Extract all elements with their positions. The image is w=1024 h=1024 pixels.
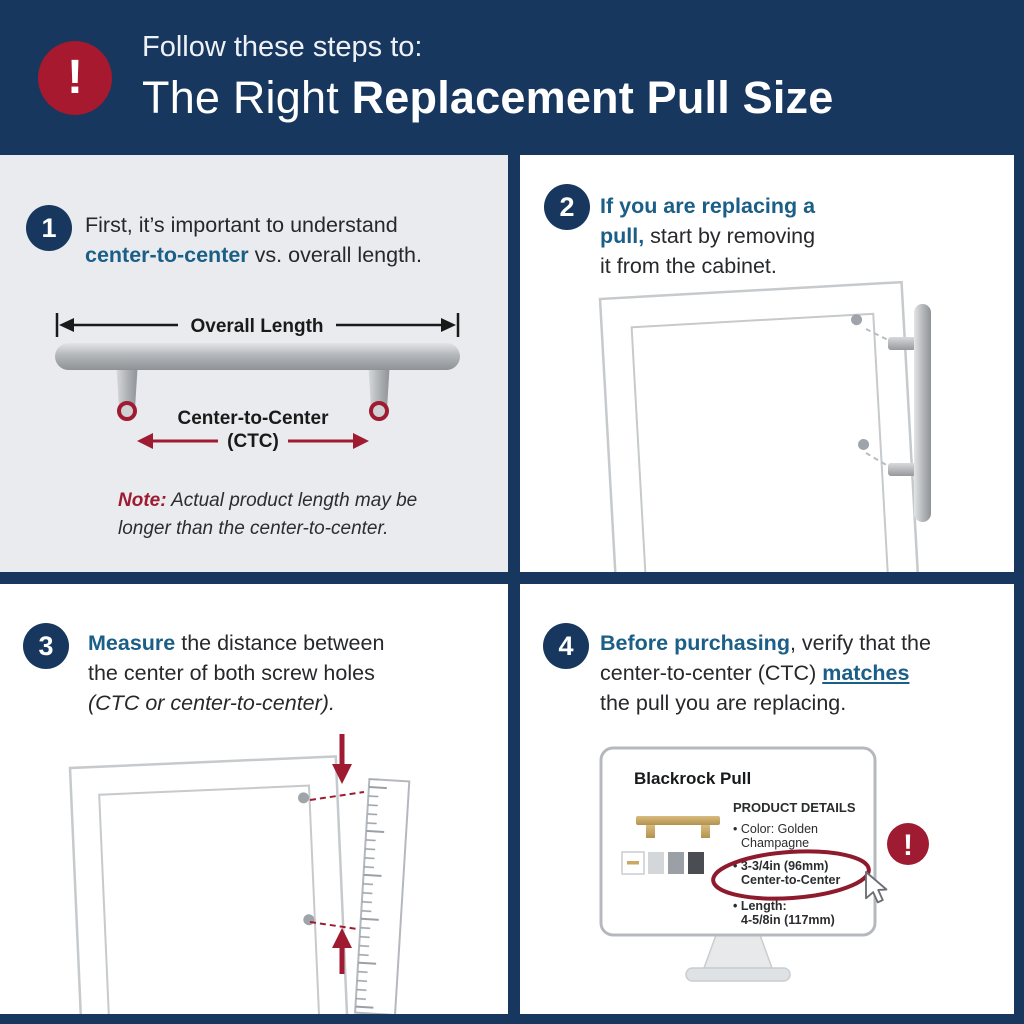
step-3-line-3: (CTC or center-to-center). xyxy=(88,691,335,715)
product-title: Blackrock Pull xyxy=(634,769,751,788)
detail-ctc-line2: Center-to-Center xyxy=(741,873,840,887)
right-border xyxy=(1014,155,1024,1024)
thumbnail-row[interactable] xyxy=(621,851,704,875)
arrow-left-icon xyxy=(59,318,74,332)
step-1-badge: 1 xyxy=(26,205,72,251)
screw-hole-top xyxy=(851,314,863,326)
screw-hole-top xyxy=(298,792,310,804)
ctc-arrow-left-icon xyxy=(137,433,153,449)
step-3-number: 3 xyxy=(38,630,54,661)
overall-length-label: Overall Length xyxy=(190,316,323,337)
step-1-line-2: center-to-center vs. overall length. xyxy=(85,243,422,267)
note-label: Note: xyxy=(118,490,167,511)
step-2-line-3: it from the cabinet. xyxy=(600,254,777,278)
cabinet-door xyxy=(598,280,920,572)
step-2-line-2: pull, start by removing xyxy=(600,224,816,248)
header: ! Follow these steps to: The Right Repla… xyxy=(0,0,1024,155)
step-1-line-1: First, it’s important to understand xyxy=(85,213,398,237)
ctc-label-line2: (CTC) xyxy=(227,431,279,452)
step-2-line-1: If you are replacing a xyxy=(600,194,816,218)
detail-color-line1: • Color: Golden xyxy=(733,822,818,836)
product-page-illustration: Blackrock Pull PRODUCT DETAILS • Color: … xyxy=(599,746,929,982)
step-3-text: Measure the distance between the center … xyxy=(88,628,384,718)
page-title: The Right Replacement Pull Size xyxy=(142,72,833,124)
remove-pull-illustration xyxy=(598,280,931,572)
step-1-panel: 1 First, it’s important to understand ce… xyxy=(0,155,508,572)
alert-glyph: ! xyxy=(67,51,83,104)
ctc-arrow-right-icon xyxy=(353,433,369,449)
horizontal-divider xyxy=(0,572,1024,584)
step-4-badge: 4 xyxy=(543,623,589,669)
pull-dimension-diagram: Overall Length Center-to-Center (CTC) xyxy=(55,313,460,452)
detail-ctc-line1: • 3-3/4in (96mm) xyxy=(733,859,828,873)
step-1-text: First, it’s important to understand cent… xyxy=(85,210,422,270)
detail-length-line2: 4-5/8in (117mm) xyxy=(741,913,835,927)
step-3-line-1: Measure the distance between xyxy=(88,631,385,655)
detail-color-line2: Champagne xyxy=(741,836,809,850)
step-4-line-2: center-to-center (CTC) matches xyxy=(600,661,910,685)
ctc-dimension: Center-to-Center (CTC) xyxy=(137,408,369,452)
ctc-label-line1: Center-to-Center xyxy=(178,408,330,429)
monitor-screen xyxy=(599,746,877,937)
step-3-badge: 3 xyxy=(23,623,69,669)
measure-illustration xyxy=(68,734,411,1014)
arrow-right-icon xyxy=(441,318,456,332)
screw-hole-target-right xyxy=(369,401,389,421)
step-3-line-2: the center of both screw holes xyxy=(88,661,375,685)
vertical-divider xyxy=(508,155,520,1024)
step-4-line-3: the pull you are replacing. xyxy=(600,691,847,715)
cursor-icon xyxy=(865,871,888,904)
overall-length-dimension: Overall Length xyxy=(55,313,460,337)
measure-arrow-up-icon xyxy=(332,928,352,974)
step-4-panel: 4 Before purchasing, verify that the cen… xyxy=(520,584,1014,1014)
page-title-bold: Replacement Pull Size xyxy=(351,72,834,123)
bar-pull-illustration xyxy=(55,343,460,421)
alert-glyph: ! xyxy=(903,829,913,862)
note-text: Note: Actual product length may be longe… xyxy=(118,490,418,539)
step-4-text: Before purchasing, verify that the cente… xyxy=(600,628,931,718)
header-text: Follow these steps to: The Right Replace… xyxy=(142,31,833,124)
step-2-badge: 2 xyxy=(544,184,590,230)
alert-icon: ! xyxy=(887,823,929,865)
screw-hole-target-left xyxy=(117,401,137,421)
bottom-border xyxy=(0,1014,1024,1024)
step-1-number: 1 xyxy=(41,212,57,243)
product-image xyxy=(636,816,720,838)
ctc-highlight-circle xyxy=(711,849,871,901)
header-eyebrow: Follow these steps to: xyxy=(142,31,423,63)
detail-length-line1: • Length: xyxy=(733,899,787,913)
removed-pull xyxy=(888,304,931,522)
screw-hole-bottom xyxy=(858,439,870,451)
alert-icon: ! xyxy=(38,40,112,115)
step-4-number: 4 xyxy=(558,630,574,661)
product-details: PRODUCT DETAILS • Color: Golden Champagn… xyxy=(733,800,856,927)
details-header: PRODUCT DETAILS xyxy=(733,800,856,815)
step-4-line-1: Before purchasing, verify that the xyxy=(600,631,931,655)
cabinet-door xyxy=(68,755,349,1014)
page-title-light: The Right xyxy=(142,72,352,123)
step-2-text: If you are replacing a pull, start by re… xyxy=(600,191,815,281)
monitor-stand xyxy=(685,934,791,982)
step-2-panel: 2 If you are replacing a pull, start by … xyxy=(520,155,1014,572)
step-2-number: 2 xyxy=(559,191,575,222)
measure-arrow-down-icon xyxy=(332,734,352,784)
ruler xyxy=(354,777,411,1014)
step-3-panel: 3 Measure the distance between the cente… xyxy=(0,584,508,1014)
